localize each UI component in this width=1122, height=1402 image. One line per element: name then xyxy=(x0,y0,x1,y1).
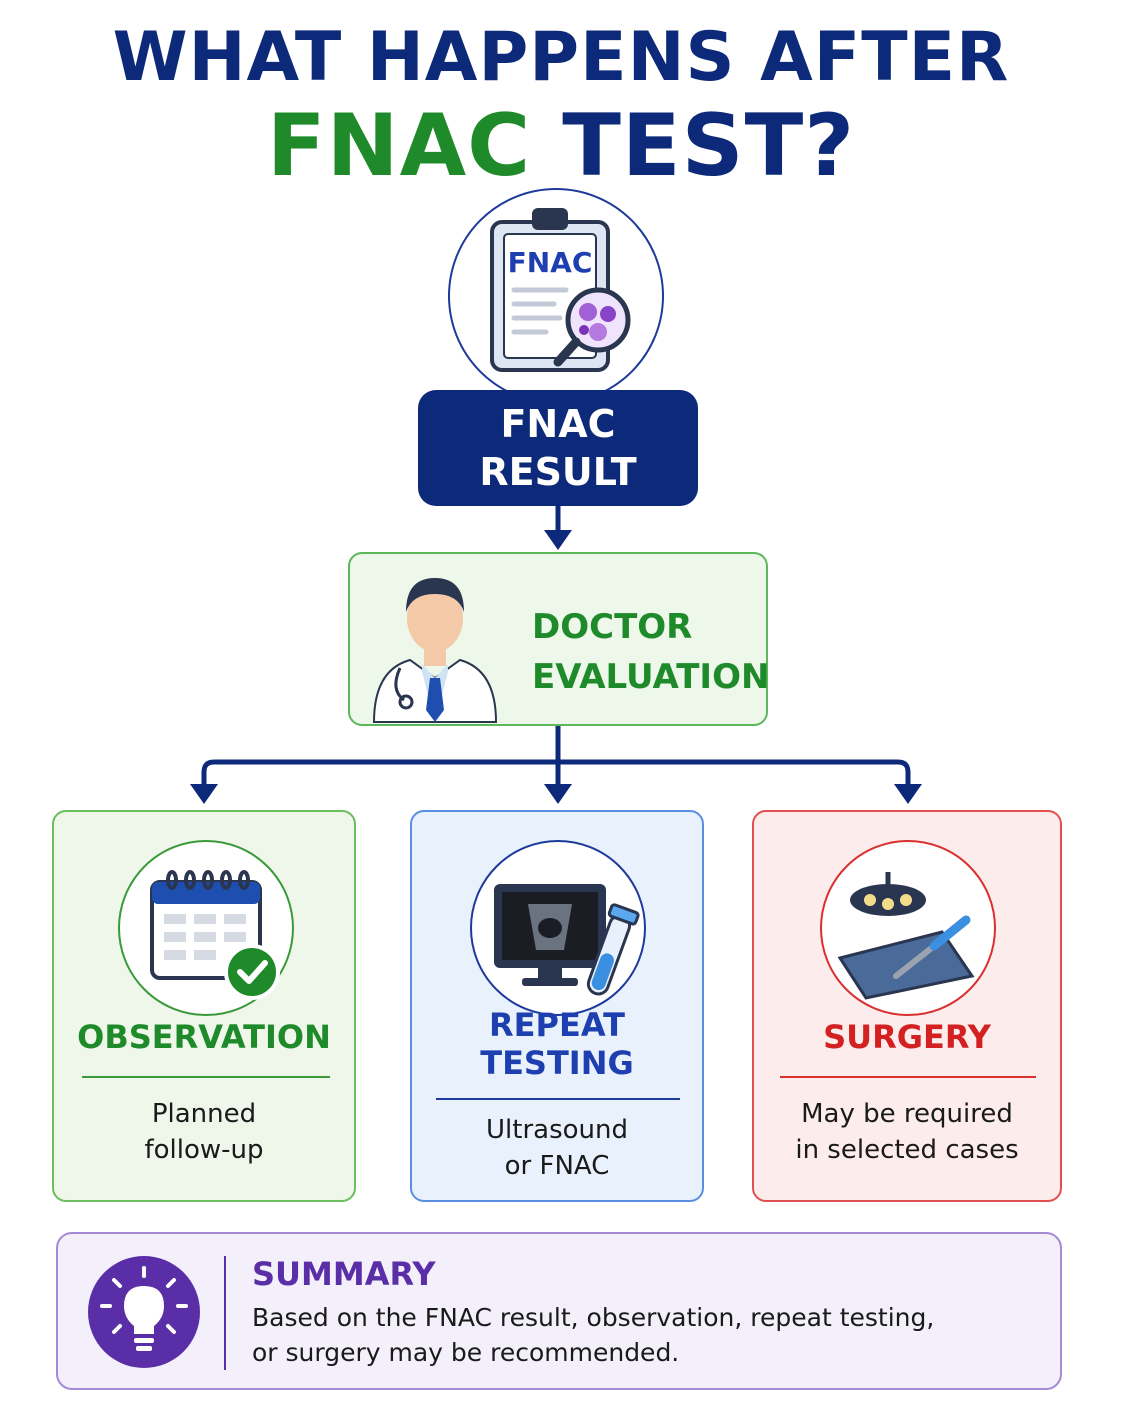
connector-branch xyxy=(201,759,911,793)
observation-desc-line2: follow-up xyxy=(144,1135,264,1165)
repeat-desc-line1: Ultrasound xyxy=(486,1115,628,1145)
doctor-evaluation-box: DOCTOR EVALUATION xyxy=(348,552,769,726)
svg-text:FNAC: FNAC xyxy=(508,246,593,279)
surgery-title: SURGERY xyxy=(823,1018,991,1056)
observation-title: OBSERVATION xyxy=(77,1018,331,1056)
lightbulb-icon xyxy=(88,1256,200,1368)
surgery-card: SURGERY May be required in selected case… xyxy=(752,810,1062,1202)
surgical-light-scalpel-icon xyxy=(820,840,996,1016)
calendar-check-icon xyxy=(118,840,294,1016)
surgery-divider xyxy=(780,1076,1036,1078)
doctor-label-line2: EVALUATION xyxy=(532,657,770,697)
observation-card: OBSERVATION Planned follow-up xyxy=(52,810,356,1202)
doctor-label-line1: DOCTOR xyxy=(532,607,693,647)
result-line2: RESULT xyxy=(479,450,637,494)
arrow-to-repeat xyxy=(544,784,572,804)
page-title-line2: FNAC TEST? xyxy=(0,96,1122,196)
repeat-testing-divider xyxy=(436,1098,680,1100)
arrow-to-doctor xyxy=(544,530,572,550)
summary-box: SUMMARY Based on the FNAC result, observ… xyxy=(56,1232,1062,1390)
doctor-icon xyxy=(372,578,498,723)
doctor-evaluation-label: DOCTOR EVALUATION xyxy=(532,602,769,702)
summary-title: SUMMARY xyxy=(252,1255,436,1293)
repeat-testing-card: REPEAT TESTING Ultrasound or FNAC xyxy=(410,810,704,1202)
fnac-result-box: FNAC RESULT xyxy=(418,390,698,506)
result-line1: FNAC xyxy=(500,402,616,446)
repeat-title-line2: TESTING xyxy=(480,1044,634,1082)
summary-line1: Based on the FNAC result, observation, r… xyxy=(252,1303,935,1332)
observation-description: Planned follow-up xyxy=(54,1096,354,1168)
repeat-testing-title: REPEAT TESTING xyxy=(412,1006,702,1082)
repeat-title-line1: REPEAT xyxy=(489,1006,625,1044)
summary-line2: or surgery may be recommended. xyxy=(252,1338,680,1367)
repeat-desc-line2: or FNAC xyxy=(504,1151,610,1181)
observation-divider xyxy=(82,1076,330,1078)
summary-divider xyxy=(224,1256,226,1370)
page-title-line1: WHAT HAPPENS AFTER xyxy=(112,18,1010,97)
arrow-to-observation xyxy=(190,784,218,804)
clipboard-magnifier-icon: FNAC xyxy=(448,188,664,404)
repeat-testing-description: Ultrasound or FNAC xyxy=(412,1112,702,1184)
surgery-desc-line2: in selected cases xyxy=(795,1135,1019,1165)
arrow-to-surgery xyxy=(894,784,922,804)
title-highlight: FNAC xyxy=(266,96,532,196)
observation-desc-line1: Planned xyxy=(151,1099,257,1129)
surgery-desc-line1: May be required xyxy=(801,1099,1013,1129)
summary-text: Based on the FNAC result, observation, r… xyxy=(252,1300,1032,1370)
ultrasound-test-tube-icon xyxy=(470,840,646,1016)
title-rest: TEST? xyxy=(531,96,856,196)
surgery-description: May be required in selected cases xyxy=(754,1096,1060,1168)
